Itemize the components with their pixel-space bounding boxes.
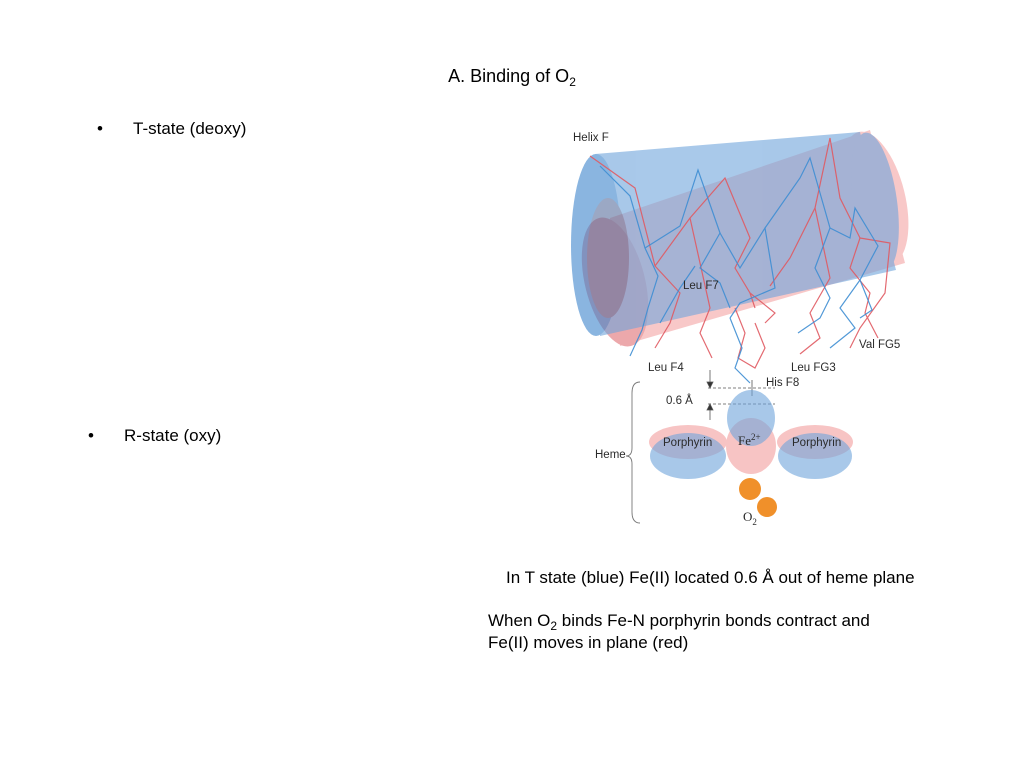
heme-brace: [625, 381, 641, 524]
bullet-text: T-state (deoxy): [133, 119, 247, 138]
label-oxygen-symbol: O: [743, 509, 752, 524]
label-leu-f4: Leu F4: [648, 362, 684, 374]
note-o2-line-2: Fe(II) moves in plane (red): [488, 633, 689, 652]
label-leu-f7: Leu F7: [683, 280, 719, 292]
label-iron-charge: 2+: [751, 432, 761, 442]
note-o2-pre: When O: [488, 611, 551, 630]
label-distance: 0.6 Å: [666, 394, 693, 407]
r-state-side-chains: [589, 137, 891, 369]
note-o2-subscript: 2: [550, 619, 558, 633]
note-o2-line-1: When O2 binds Fe-N porphyrin bonds contr…: [488, 610, 870, 632]
slide-title-subscript: 2: [569, 75, 576, 89]
bullet-marker: •: [88, 426, 94, 445]
label-val-fg5: Val FG5: [859, 339, 900, 351]
slide-title: A. Binding of O2: [0, 64, 1024, 88]
bullet-marker: •: [97, 119, 103, 138]
note-t-state: In T state (blue) Fe(II) located 0.6 Å o…: [506, 568, 915, 587]
oxygen-molecule: [739, 478, 777, 517]
label-his-f8: His F8: [766, 377, 799, 389]
heme-plane-blue: [650, 390, 852, 479]
label-oxygen: O2: [743, 509, 757, 527]
label-iron-symbol: Fe: [738, 433, 751, 448]
bullet-t-state: • T-state (deoxy): [97, 118, 246, 140]
slide-title-text: A. Binding of O: [448, 66, 570, 86]
t-state-side-chains: [599, 156, 879, 384]
label-leu-fg3: Leu FG3: [791, 362, 836, 374]
bullet-r-state: • R-state (oxy): [88, 425, 221, 447]
heme-diagram: Helix F Leu F7 Leu F4 Leu FG3 Val FG5 Hi…: [571, 130, 909, 527]
bullet-text: R-state (oxy): [124, 426, 222, 445]
hemoglobin-heme-figure: Helix F Leu F7 Leu F4 Leu FG3 Val FG5 Hi…: [560, 118, 960, 538]
note-o2-binding: When O2 binds Fe-N porphyrin bonds contr…: [488, 610, 870, 654]
label-porphyrin-left: Porphyrin: [663, 437, 712, 449]
label-iron: Fe2+: [738, 432, 761, 448]
note-o2-post: binds Fe-N porphyrin bonds contract and: [557, 611, 870, 630]
label-oxygen-subscript: 2: [752, 517, 757, 527]
label-heme: Heme: [595, 449, 626, 461]
label-helix-f: Helix F: [573, 132, 609, 144]
label-porphyrin-right: Porphyrin: [792, 437, 841, 449]
